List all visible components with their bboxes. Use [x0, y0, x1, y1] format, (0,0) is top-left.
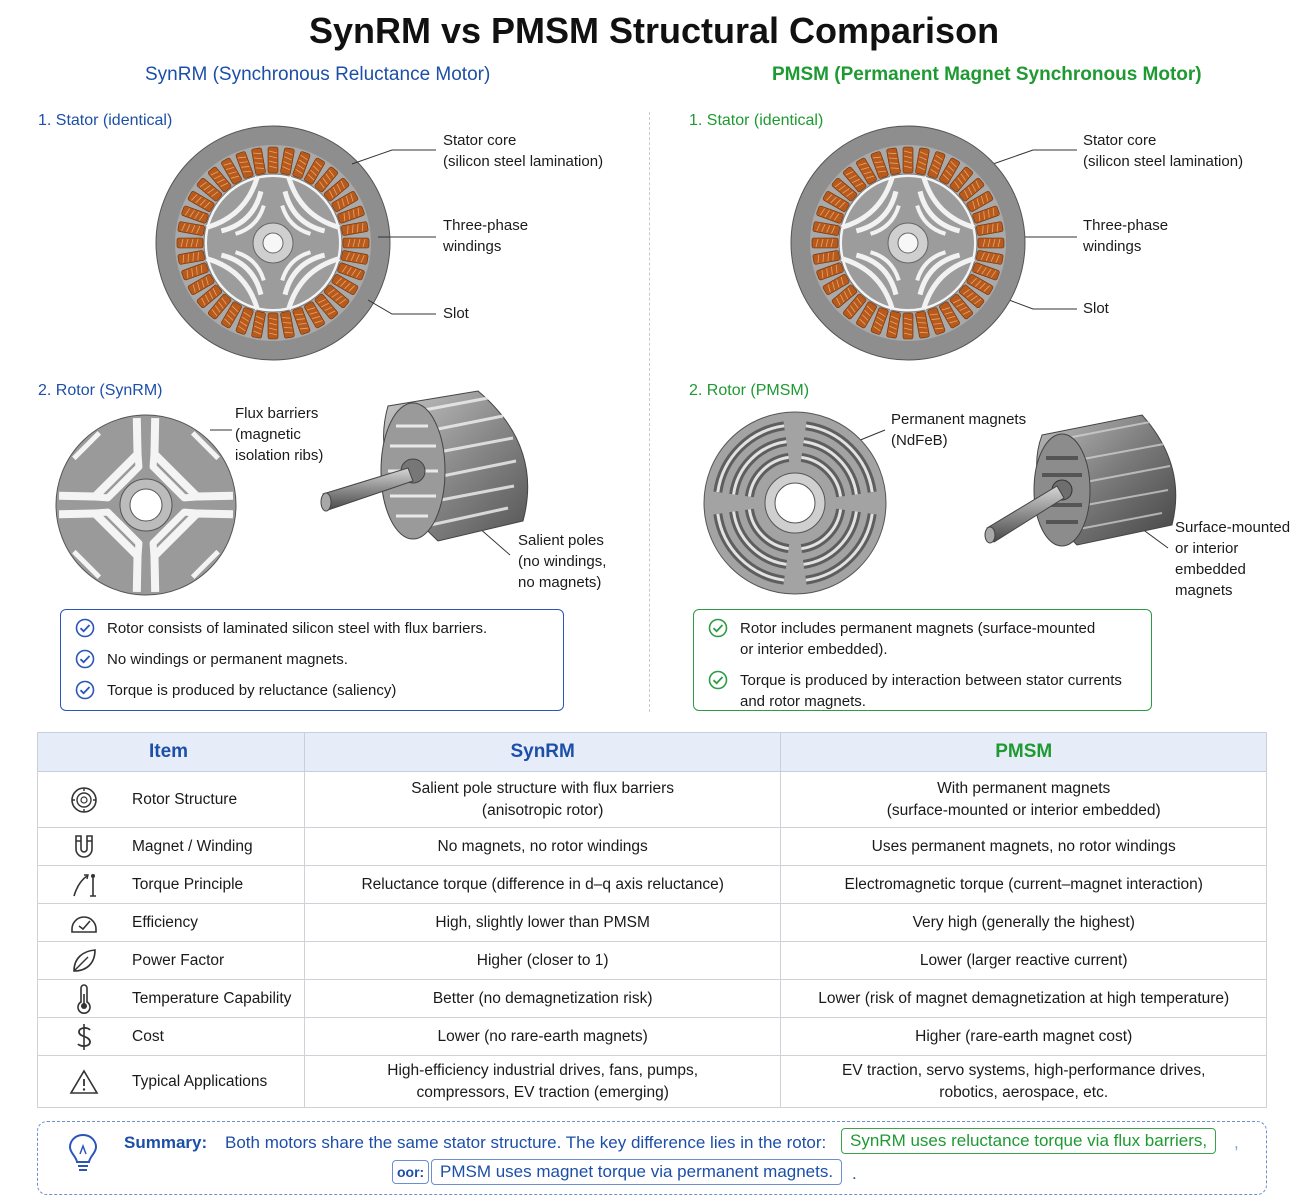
- summary-box: Summary: Both motors share the same stat…: [37, 1121, 1267, 1195]
- synrm-rotor-3d: [320, 390, 529, 542]
- synrm-check-2: No windings or permanent magnets.: [75, 649, 549, 670]
- table-header-row: Item SynRM PMSM: [37, 732, 1267, 772]
- lightbulb-icon: [68, 1133, 98, 1171]
- pmsm-rotor-cross-section: [703, 411, 887, 595]
- header-pmsm: PMSM: [780, 732, 1267, 772]
- synrm-heading: SynRM (Synchronous Reluctance Motor): [145, 64, 491, 85]
- table-row: Magnet / Winding No magnets, no rotor win…: [37, 827, 1267, 866]
- table-row: Power Factor Higher (closer to 1)Lower (l…: [37, 941, 1267, 980]
- summary-text: Both motors share the same stator struct…: [225, 1133, 827, 1152]
- table-cell-pmsm: Uses permanent magnets, no rotor winding…: [780, 827, 1267, 866]
- synrm-stator-core-label: Stator core (silicon steel lamination): [443, 132, 604, 170]
- table-row: Rotor Structure Salient pole structure wi…: [37, 771, 1267, 828]
- table-row: Cost Lower (no rare-earth magnets)Higher …: [37, 1017, 1267, 1056]
- pmsm-surface-mounted-label: Surface-mounted or interior embedded mag…: [1175, 519, 1291, 599]
- pmsm-heading: PMSM (Permanent Magnet Synchronous Motor…: [772, 64, 1202, 85]
- dollar-icon: [77, 1023, 91, 1050]
- pmsm-rotor-3d: [984, 414, 1177, 547]
- item-label: Rotor Structure: [132, 790, 238, 808]
- table-cell-pmsm: With permanent magnets (surface-mounted …: [780, 771, 1267, 828]
- pmsm-magnets-label: Permanent magnets (NdFeB): [891, 411, 1027, 449]
- table-cell-pmsm: Electromagnetic torque (current–magnet i…: [780, 865, 1267, 904]
- table-cell-item: Magnet / Winding: [37, 827, 305, 866]
- synrm-key-points: Rotor consists of laminated silicon stee…: [60, 609, 564, 711]
- pmsm-rotor-title: 2. Rotor (PMSM): [689, 382, 810, 399]
- item-label: Torque Principle: [132, 875, 244, 893]
- table-row: Temperature Capability Better (no demagne…: [37, 979, 1267, 1018]
- item-label: Magnet / Winding: [132, 837, 253, 855]
- pmsm-stator-title: 1. Stator (identical): [689, 112, 824, 129]
- table-cell-synrm: Higher (closer to 1): [303, 941, 782, 980]
- summary-comma: ,: [1234, 1133, 1239, 1152]
- summary-period: .: [852, 1164, 857, 1183]
- table-cell-pmsm: Lower (larger reactive current): [780, 941, 1267, 980]
- item-label: Efficiency: [132, 913, 199, 931]
- check-circle-icon: [75, 680, 95, 700]
- table-row: Efficiency High, slightly lower than PMSM…: [37, 903, 1267, 942]
- magnet-icon: [75, 834, 93, 858]
- thermometer-icon: [77, 983, 91, 1014]
- synrm-stator-title: 1. Stator (identical): [38, 112, 173, 129]
- item-label: Cost: [132, 1027, 164, 1045]
- table-cell-item: Power Factor: [37, 941, 305, 980]
- check-circle-icon: [708, 618, 728, 638]
- pmsm-check-2: Torque is produced by interaction betwee…: [708, 670, 1137, 712]
- gauge-icon: [71, 915, 97, 933]
- pmsm-windings-label: Three-phase windings: [1083, 217, 1169, 255]
- table-cell-pmsm: EV traction, servo systems, high-perform…: [780, 1055, 1267, 1108]
- synrm-windings-label: Three-phase windings: [443, 217, 529, 255]
- header-synrm: SynRM: [303, 732, 782, 772]
- check-circle-icon: [75, 618, 95, 638]
- synrm-flux-barriers-label: Flux barriers (magnetic isolation ribs): [235, 405, 324, 464]
- synrm-slot-label: Slot: [443, 305, 469, 322]
- summary-label: Summary:: [124, 1133, 208, 1152]
- summary-or-tag: oor:: [392, 1160, 430, 1184]
- warning-icon: [69, 1068, 99, 1094]
- torque-icon: [73, 873, 96, 897]
- leaf-icon: [73, 948, 96, 972]
- item-label: Typical Applications: [132, 1072, 268, 1090]
- table-cell-synrm: Salient pole structure with flux barrier…: [303, 771, 782, 828]
- synrm-rotor-cross-section: [55, 414, 237, 596]
- summary-pmsm-pill: PMSM uses magnet torque via permanent ma…: [431, 1159, 843, 1185]
- pmsm-stator-illustration: [790, 125, 1026, 361]
- table-cell-item: Temperature Capability: [37, 979, 305, 1018]
- table-cell-synrm: Lower (no rare-earth magnets): [303, 1017, 782, 1056]
- table-cell-synrm: Reluctance torque (difference in d–q axi…: [303, 865, 782, 904]
- table-cell-synrm: No magnets, no rotor windings: [303, 827, 782, 866]
- rotor-icon: [71, 786, 97, 813]
- table-row: Typical Applications High-efficiency indu…: [37, 1055, 1267, 1108]
- table-row: Torque Principle Reluctance torque (diffe…: [37, 865, 1267, 904]
- table-cell-item: Typical Applications: [37, 1055, 305, 1108]
- table-cell-synrm: Better (no demagnetization risk): [303, 979, 782, 1018]
- synrm-rotor-title: 2. Rotor (SynRM): [38, 382, 163, 399]
- check-circle-icon: [75, 649, 95, 669]
- table-cell-item: Efficiency: [37, 903, 305, 942]
- item-label: Power Factor: [132, 951, 225, 969]
- pmsm-slot-label: Slot: [1083, 300, 1109, 317]
- table-cell-item: Cost: [37, 1017, 305, 1056]
- header-item: Item: [37, 732, 305, 772]
- synrm-check-1: Rotor consists of laminated silicon stee…: [75, 618, 549, 639]
- column-divider: [649, 112, 650, 712]
- table-cell-pmsm: Very high (generally the highest): [780, 903, 1267, 942]
- pmsm-check-1: Rotor includes permanent magnets (surfac…: [708, 618, 1137, 660]
- synrm-salient-poles-label: Salient poles (no windings, no magnets): [518, 532, 607, 591]
- pmsm-stator-core-label: Stator core (silicon steel lamination): [1083, 132, 1244, 170]
- check-circle-icon: [708, 670, 728, 690]
- table-cell-item: Torque Principle: [37, 865, 305, 904]
- item-label: Temperature Capability: [132, 989, 292, 1007]
- table-cell-synrm: High-efficiency industrial drives, fans,…: [303, 1055, 782, 1108]
- page-title: SynRM vs PMSM Structural Comparison: [308, 10, 1000, 51]
- pmsm-key-points: Rotor includes permanent magnets (surfac…: [693, 609, 1152, 711]
- table-cell-pmsm: Higher (rare-earth magnet cost): [780, 1017, 1267, 1056]
- synrm-stator-illustration: [155, 125, 391, 361]
- table-cell-pmsm: Lower (risk of magnet demagnetization at…: [780, 979, 1267, 1018]
- synrm-check-3: Torque is produced by reluctance (salien…: [75, 680, 549, 701]
- summary-synrm-pill: SynRM uses reluctance torque via flux ba…: [841, 1128, 1217, 1154]
- table-cell-item: Rotor Structure: [37, 771, 305, 828]
- table-cell-synrm: High, slightly lower than PMSM: [303, 903, 782, 942]
- comparison-table: Item SynRM PMSM Rotor Structure Salient p…: [37, 732, 1267, 1108]
